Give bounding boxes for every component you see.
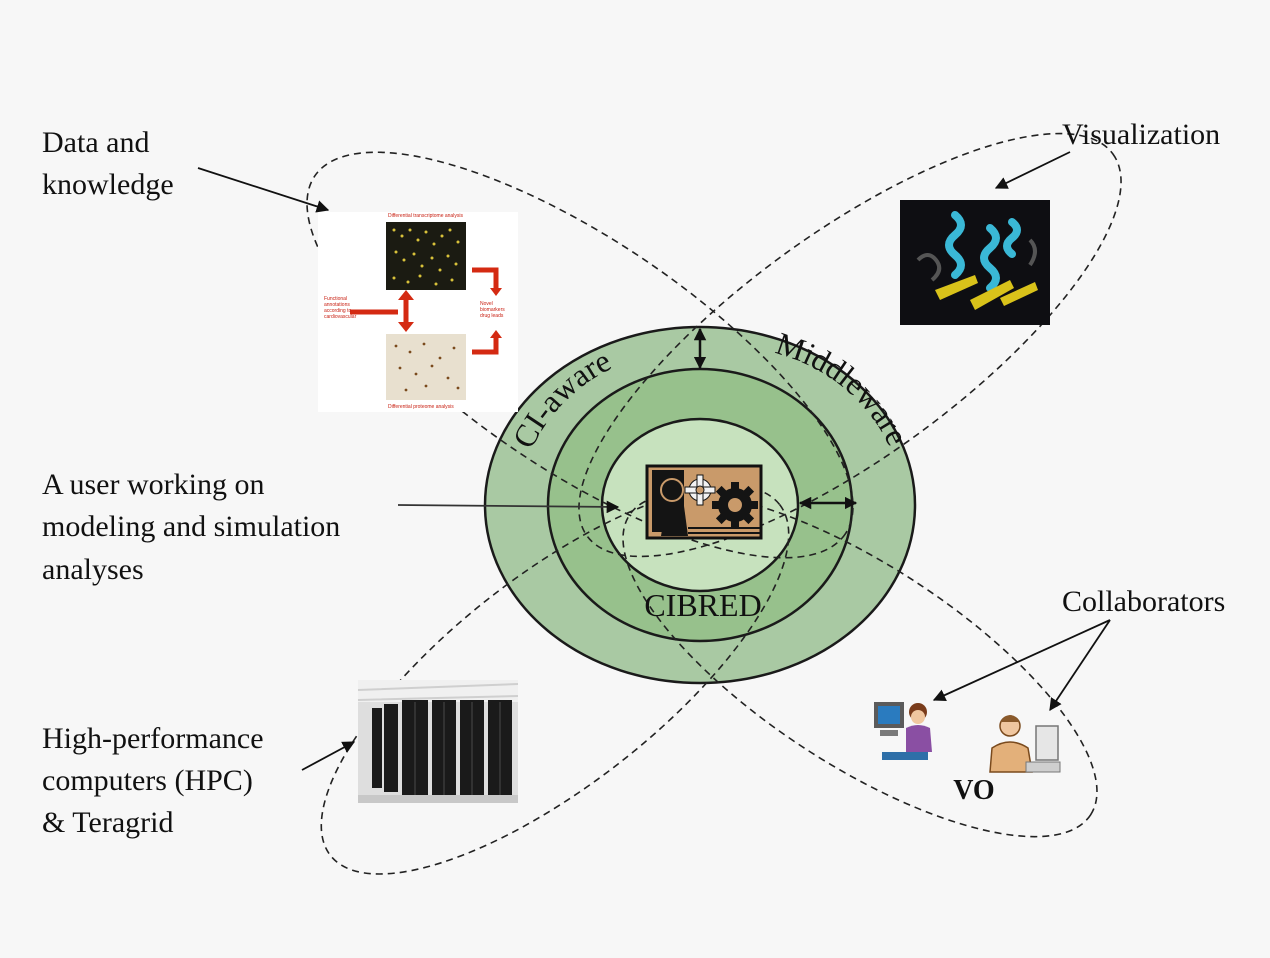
label-hpc-line3: & Teragrid bbox=[42, 806, 173, 839]
svg-text:cardiovascular: cardiovascular bbox=[324, 314, 357, 320]
hpc-arrow bbox=[301, 741, 356, 771]
svg-text:according to: according to bbox=[324, 308, 351, 314]
petal-hpc bbox=[320, 485, 790, 875]
label-hpc-line1: High-performance bbox=[42, 722, 264, 755]
collaborator-man-icon bbox=[989, 715, 1061, 773]
label-vo: VO bbox=[953, 775, 994, 806]
label-user-line1: A user working on bbox=[42, 468, 264, 501]
label-data-knowledge-line2: knowledge bbox=[42, 168, 174, 201]
visualization-arrow bbox=[994, 151, 1071, 189]
data-knowledge-arrow bbox=[197, 167, 330, 213]
petal-collaborators bbox=[622, 492, 1098, 838]
core-label: CIBRED bbox=[644, 587, 761, 623]
user-pointer-arrow bbox=[397, 500, 620, 514]
svg-text:Functional: Functional bbox=[324, 296, 347, 302]
collaborator-woman-icon bbox=[874, 702, 932, 760]
microarray-image: Differential transcriptome analysis Diff… bbox=[318, 212, 518, 412]
collaborators-arrow-right bbox=[1049, 619, 1111, 712]
label-user: A user working on modeling and simulatio… bbox=[42, 468, 340, 586]
label-hpc: High-performance computers (HPC) & Terag… bbox=[42, 722, 264, 839]
label-visualization: Visualization bbox=[1062, 118, 1220, 151]
svg-text:drug leads: drug leads bbox=[480, 313, 504, 319]
label-user-line2: modeling and simulation bbox=[42, 510, 340, 543]
hpc-server-image bbox=[357, 680, 519, 803]
svg-text:annotations: annotations bbox=[324, 302, 350, 308]
svg-text:Novel: Novel bbox=[480, 301, 493, 307]
label-hpc-line2: computers (HPC) bbox=[42, 764, 253, 797]
protein-structure-image bbox=[900, 200, 1050, 325]
label-data-knowledge-line1: Data and bbox=[42, 126, 149, 159]
petal-data-knowledge bbox=[306, 151, 854, 559]
user-gear-icon bbox=[645, 464, 763, 540]
collaborators-arrow-left bbox=[932, 619, 1111, 702]
label-data-knowledge: Data and knowledge bbox=[42, 126, 174, 201]
label-user-line3: analyses bbox=[42, 553, 144, 586]
svg-text:Differential proteome analysis: Differential proteome analysis bbox=[388, 404, 454, 410]
svg-text:biomarkers: biomarkers bbox=[480, 307, 505, 313]
petal-visualization bbox=[578, 132, 1122, 558]
label-collaborators: Collaborators bbox=[1062, 585, 1225, 618]
svg-text:Differential transcriptome ana: Differential transcriptome analysis bbox=[388, 213, 463, 219]
